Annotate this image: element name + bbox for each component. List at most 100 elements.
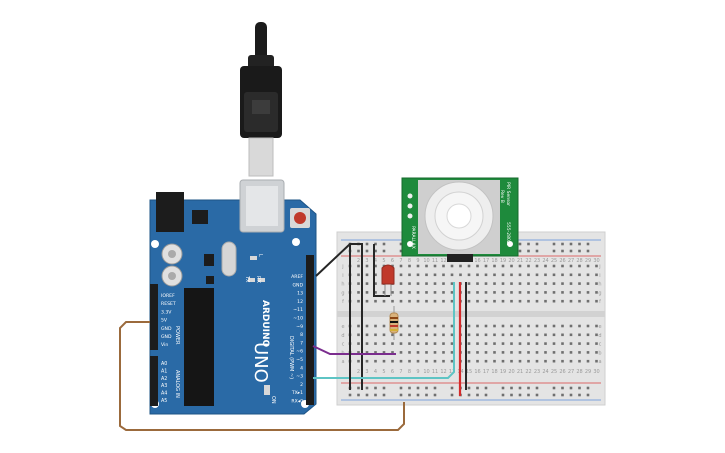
analog-pin-label: A4 [161, 391, 167, 397]
mount-hole [507, 241, 513, 247]
digital-pin-label: ~11 [293, 307, 303, 313]
resistor[interactable] [389, 306, 399, 340]
column-number: 5 [382, 258, 385, 264]
column-number: 30 [593, 258, 599, 264]
wire-purple[interactable] [312, 345, 396, 355]
row-letter: j [598, 264, 600, 270]
column-number: 2 [357, 369, 360, 375]
analog-pin-label: A2 [161, 376, 167, 382]
column-number: 24 [542, 258, 548, 264]
column-number: 22 [525, 369, 531, 375]
power-pin-label: 5V [161, 318, 168, 324]
crystal [221, 241, 237, 277]
column-number: 25 [551, 369, 557, 375]
digital-pin-label: 7 [300, 340, 303, 346]
analog-title: ANALOG IN [174, 370, 180, 398]
power-pin-label: 3.3V [161, 309, 172, 315]
wire-teal[interactable] [313, 282, 455, 379]
column-number: 19 [500, 258, 506, 264]
column-number: 26 [559, 258, 565, 264]
digital-pin-label: TX▸1 [291, 390, 303, 396]
board-brand: ARDUINO [260, 300, 270, 348]
column-number: 18 [491, 369, 497, 375]
column-number: 10 [423, 369, 429, 375]
column-number: 17 [483, 369, 489, 375]
column-number: 4 [374, 258, 377, 264]
mount-hole [292, 238, 300, 246]
digital-pin-label: 4 [300, 365, 303, 371]
on-led [264, 385, 270, 395]
power-pin-label: IOREF [161, 293, 175, 299]
column-number: 30 [593, 369, 599, 375]
row-letter: i [599, 273, 600, 279]
column-number: 7 [399, 369, 402, 375]
tx-label: TX [244, 275, 250, 283]
digital-pin-label: ~5 [296, 357, 303, 363]
digital-pin-label: 8 [300, 332, 303, 338]
analog-header [150, 356, 158, 406]
digital-pin-label: 12 [297, 299, 303, 305]
red-led[interactable] [381, 264, 395, 296]
column-number: 9 [416, 369, 419, 375]
column-number: 21 [517, 258, 523, 264]
rx-led [258, 278, 265, 282]
digital-pin-label: ~6 [296, 349, 303, 355]
column-number: 6 [391, 258, 394, 264]
wire-gnd-black[interactable] [315, 243, 363, 390]
column-number: 9 [416, 258, 419, 264]
row-letter: b [598, 350, 601, 356]
power-pin-label: GND [161, 334, 172, 340]
power-pin-label: RESET [161, 301, 176, 307]
arduino-board[interactable] [149, 179, 317, 415]
voltage-regulator [192, 210, 208, 224]
center-channel [337, 311, 605, 317]
column-number: 12 [440, 369, 446, 375]
power-pin-label: Vin [161, 342, 168, 348]
column-number: 8 [408, 258, 411, 264]
column-number: 27 [568, 369, 574, 375]
digital-pin-label: ~3 [296, 374, 303, 380]
pir-sensor[interactable] [401, 177, 519, 262]
column-number: 3 [365, 369, 368, 375]
column-number: 22 [525, 258, 531, 264]
power-pin-labels: IOREF RESET 3.3V 5V GND GND Vin [161, 293, 176, 348]
column-number: 21 [517, 369, 523, 375]
digital-pin-label: ~9 [296, 324, 303, 330]
column-number: 27 [568, 258, 574, 264]
analog-pin-label: A0 [161, 361, 167, 367]
mount-hole [151, 240, 159, 248]
column-number: 7 [399, 258, 402, 264]
wire-brown[interactable] [119, 321, 405, 431]
row-letter: f [599, 299, 601, 305]
column-number: 24 [542, 369, 548, 375]
column-number: 26 [559, 369, 565, 375]
column-number: 15 [466, 369, 472, 375]
power-pin-label: GND [161, 326, 172, 332]
row-letter: a [598, 359, 601, 365]
column-number: 2 [357, 258, 360, 264]
wires[interactable] [119, 243, 467, 431]
row-letter: c [599, 342, 602, 348]
digital-pin-label: RX◂0 [291, 399, 303, 405]
sensor-rev: Rev B [499, 190, 505, 203]
rx-label: RX [255, 276, 261, 283]
row-letter: i [342, 273, 343, 279]
column-number: 28 [576, 258, 582, 264]
analog-pin-label: A3 [161, 383, 167, 389]
column-number: 29 [585, 258, 591, 264]
digital-pin-label: 13 [297, 291, 303, 297]
column-number: 18 [491, 258, 497, 264]
row-letter: d [598, 333, 601, 339]
column-number: 11 [432, 258, 438, 264]
l-label: L [257, 254, 263, 257]
digital-pin-label: 2 [300, 382, 303, 388]
column-number: 17 [483, 258, 489, 264]
row-letter: h [598, 282, 601, 288]
row-letter: c [342, 342, 345, 348]
column-number: 23 [534, 369, 540, 375]
microcontroller-chip [184, 288, 214, 406]
row-letter: d [341, 333, 344, 339]
